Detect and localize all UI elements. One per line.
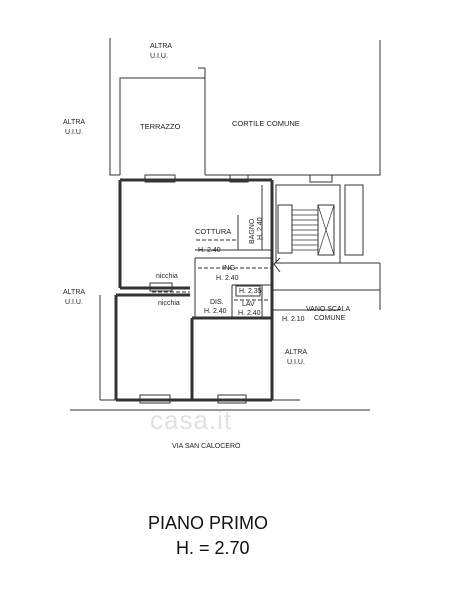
terrazzo-outline [119,77,206,175]
dashed-lines [152,200,272,301]
bagno-height-label: H. 2.40 [257,217,264,240]
lav-label: LAV [242,301,255,308]
ing-height-label: H. 2.40 [216,275,239,282]
plan-title: PIANO PRIMO [148,513,269,533]
plan-lines [70,38,381,411]
dis-height-label: H. 2.40 [204,308,227,315]
street-label: VIA SAN CALOCERO [172,443,241,450]
vano-scala-label: VANO SCALA [306,306,351,313]
room-labels: ALTRA U.I.U. ALTRA U.I.U. TERRAZZO CORTI… [63,43,351,450]
uiu-left2-label: U.I.U. [65,299,83,306]
cottura-height-label: H. 2.40 [198,247,221,254]
uiu-top-label: U.I.U. [150,53,168,60]
cortile-comune-label: CORTILE COMUNE [232,119,300,128]
h210-label: H. 2.10 [282,316,305,323]
cottura-label: COTTURA [195,227,231,236]
stair-steps [292,204,335,256]
nicchia-top-label: nicchia [156,273,178,280]
uiu-left-label: U.I.U. [65,129,83,136]
lav-top-height-label: H. 2.35 [239,288,262,295]
terrazzo-label: TERRAZZO [140,122,181,131]
altra-top-label: ALTRA [150,43,172,50]
altra-right-label: ALTRA [285,349,307,356]
uiu-right-label: U.I.U. [287,359,305,366]
plan-height: H. = 2.70 [176,538,250,558]
ing-label: ING [222,263,236,272]
comune-label: COMUNE [314,315,345,322]
altra-left2-label: ALTRA [63,289,85,296]
stair-block [275,184,341,264]
altra-left-label: ALTRA [63,119,85,126]
dis-label: DIS. [210,299,224,306]
bagno-label: BAGNO [249,218,256,244]
watermark-logo: casa.it [150,405,233,435]
lav-height-label: H. 2.40 [238,310,261,317]
nicchia-bottom-label: nicchia [158,300,180,307]
